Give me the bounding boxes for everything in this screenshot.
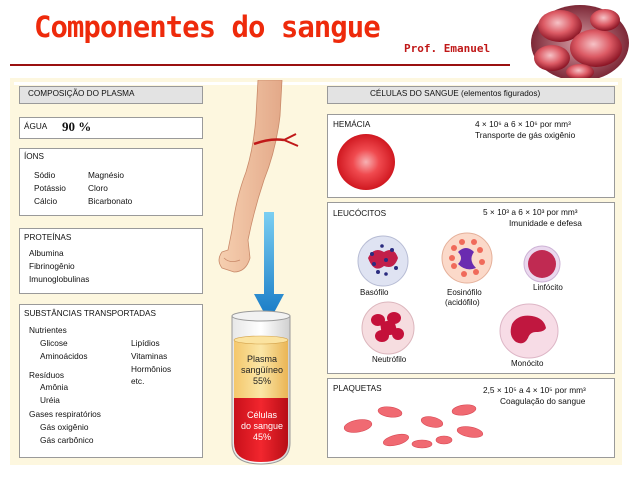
arm-illustration — [218, 80, 299, 273]
leucocitos-role: Imunidade e defesa — [509, 218, 582, 228]
neutrofilo-label: Neutrófilo — [372, 355, 407, 364]
leucocitos-box — [327, 202, 615, 374]
transported-box — [19, 304, 203, 458]
eosinofilo-cell-icon — [441, 232, 493, 284]
plaquetas-title: PLAQUETAS — [333, 384, 382, 393]
plaquetas-box — [327, 378, 615, 458]
cells-label-2: do sangue — [240, 421, 284, 431]
hemacia-title: HEMÁCIA — [333, 120, 371, 129]
basofilo-label: Basófilo — [360, 288, 389, 297]
platelets-icon — [343, 404, 484, 449]
frame-top-strip — [14, 82, 618, 85]
nutrient-item: Hormônios — [131, 364, 172, 374]
proteins-box — [19, 228, 203, 294]
linfocito-label: Linfócito — [533, 283, 563, 292]
ion-item: Cálcio — [34, 196, 58, 206]
title-underline — [10, 64, 510, 66]
eosinofilo-label: Eosinófilo — [447, 288, 482, 297]
nutrient-item: Aminoácidos — [40, 351, 88, 361]
leucocitos-count: 5 × 10³ a 6 × 10³ por mm³ — [483, 207, 578, 217]
cells-header — [327, 86, 615, 104]
nutrient-item: Vitaminas — [131, 351, 168, 361]
ion-item: Magnésio — [88, 170, 124, 180]
hemacia-role: Transporte de gás oxigênio — [475, 130, 576, 140]
linfocito-cell-icon — [523, 245, 561, 283]
slide-title: Componentes do sangue — [34, 10, 381, 44]
transported-title: SUBSTÂNCIAS TRANSPORTADAS — [24, 309, 156, 318]
ions-box — [19, 148, 203, 216]
cells-label: Células — [246, 410, 277, 420]
gas-item: Gás oxigênio — [40, 422, 89, 432]
nutrients-label: Nutrientes — [29, 325, 67, 335]
gas-item: Gás carbônico — [40, 435, 94, 445]
ion-item: Sódio — [34, 170, 56, 180]
test-tube-illustration — [231, 310, 291, 465]
nutrient-item: Lipídios — [131, 338, 160, 348]
monocito-label: Monócito — [511, 359, 544, 368]
monocito-cell-icon — [499, 303, 559, 359]
protein-item: Imunoglobulinas — [29, 274, 90, 284]
plasma-header — [19, 86, 203, 104]
water-box — [19, 117, 203, 139]
ion-item: Bicarbonato — [88, 196, 133, 206]
ions-title: ÍONS — [24, 152, 45, 161]
nutrient-item: etc. — [131, 376, 145, 386]
plaquetas-role: Coagulação do sangue — [500, 396, 586, 406]
plaquetas-count: 2,5 × 10⁵ a 4 × 10⁵ por mm³ — [483, 385, 586, 395]
cells-percent: 45% — [252, 432, 271, 442]
residue-item: Uréia — [40, 395, 60, 405]
water-label: ÁGUA — [24, 122, 48, 131]
protein-item: Albumina — [29, 248, 64, 258]
protein-item: Fibrinogênio — [29, 261, 75, 271]
plasma-header-text: COMPOSIÇÃO DO PLASMA — [28, 89, 135, 98]
neutrofilo-cell-icon — [361, 301, 415, 355]
proteins-title: PROTEÍNAS — [24, 233, 72, 242]
water-value: 90 % — [62, 119, 92, 134]
cells-header-text: CÉLULAS DO SANGUE (elementos figurados) — [370, 89, 541, 98]
gases-label: Gases respiratórios — [29, 409, 101, 419]
plasma-label: Plasma — [246, 354, 277, 364]
residue-item: Amônia — [40, 382, 69, 392]
hemacia-cell-icon — [337, 134, 395, 190]
hemacia-count: 4 × 10⁶ a 6 × 10⁶ por mm³ — [475, 119, 571, 129]
residues-label: Resíduos — [29, 370, 65, 380]
down-arrow-icon — [254, 212, 284, 322]
leucocitos-title: LEUCÓCITOS — [333, 209, 387, 218]
nutrient-item: Glicose — [40, 338, 68, 348]
eosinofilo-label-2: (acidófilo) — [445, 298, 480, 307]
plasma-label-2: sangüíneo — [240, 365, 284, 375]
ion-item: Potássio — [34, 183, 66, 193]
basofilo-cell-icon — [357, 235, 409, 287]
author-name: Prof. Emanuel — [404, 42, 491, 55]
red-blood-cells-photo — [531, 5, 629, 81]
ion-item: Cloro — [88, 183, 108, 193]
plasma-percent: 55% — [252, 376, 271, 386]
